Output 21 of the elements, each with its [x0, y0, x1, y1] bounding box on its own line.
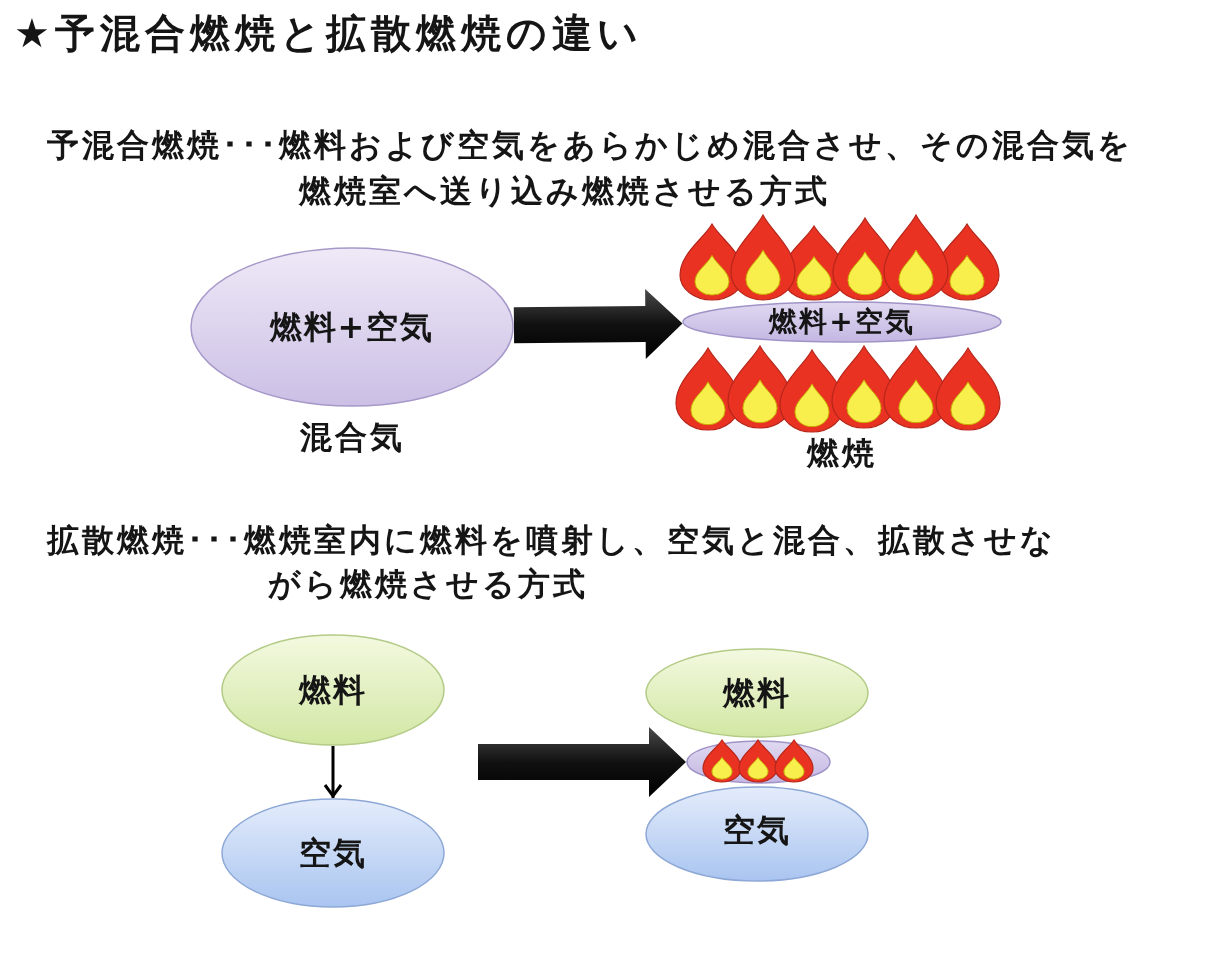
- ellipse: [645, 648, 869, 738]
- node-label: 燃料: [299, 674, 367, 706]
- definition-text: 予混合燃焼･･･燃料および空気をあらかじめ混合させ、その混合気を燃焼室へ送り込み燃焼させる方式: [47, 125, 1134, 212]
- block-arrow: [478, 727, 686, 797]
- title: ★予混合燃焼と拡散燃焼の違い: [14, 9, 643, 58]
- node-label: 燃料+空気: [769, 308, 915, 336]
- definition-text: 拡散燃焼･･･燃焼室内に燃料を噴射し、空気と混合、拡散させながら燃焼させる方式: [47, 520, 1057, 605]
- node-label: 空気: [299, 837, 367, 869]
- arrow: [323, 746, 343, 798]
- ellipse: [645, 786, 869, 882]
- node-label: 混合気: [299, 421, 405, 453]
- ellipse: [221, 634, 445, 746]
- node-label: 燃焼: [807, 437, 877, 469]
- ellipse: [682, 301, 1002, 343]
- ellipse: [190, 247, 514, 407]
- node-label: 燃料+空気: [269, 311, 435, 343]
- node-label: 空気: [723, 814, 791, 846]
- ellipse: [221, 798, 445, 908]
- block-arrow: [513, 289, 683, 359]
- ellipse: [686, 740, 831, 784]
- node-label: 燃料: [723, 677, 791, 709]
